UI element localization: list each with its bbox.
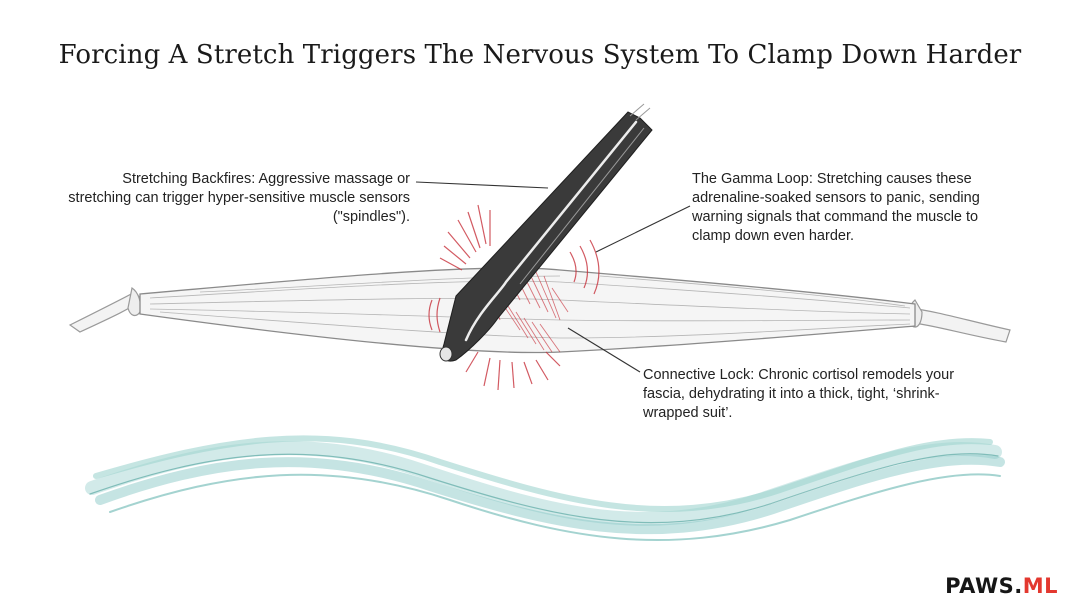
- brand-logo: PAWS.ML: [945, 574, 1058, 598]
- callout-line-stretching: [415, 181, 549, 189]
- bone-right: [907, 299, 1011, 343]
- callout-line-connective: [567, 327, 641, 373]
- callout-connective-lock: Connective Lock: Chronic cortisol remode…: [643, 367, 955, 421]
- callout-gamma-loop: The Gamma Loop: Stretching causes these …: [692, 171, 980, 244]
- callout-stretching-backfires: Stretching Backfires: Aggressive massage…: [68, 171, 410, 225]
- brand-accent: ML: [1022, 574, 1058, 598]
- stretching-tool: [439, 103, 653, 362]
- muscle-belly: [139, 267, 916, 354]
- stress-marks: [428, 204, 600, 391]
- bone-left: [68, 287, 143, 333]
- fascia-wave: [85, 435, 1005, 542]
- page-title: Forcing A Stretch Triggers The Nervous S…: [58, 40, 1022, 70]
- callout-lines: [415, 181, 691, 373]
- brand-main: PAWS.: [945, 574, 1023, 598]
- callout-line-gamma: [595, 205, 691, 253]
